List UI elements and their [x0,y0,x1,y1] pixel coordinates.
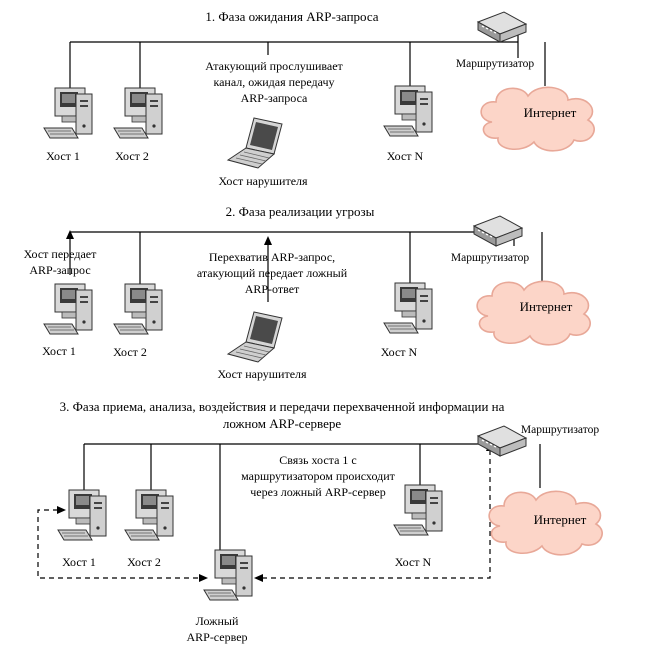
phase-2-host-2-label: Хост 2 [113,345,147,359]
phase-3-fake-server-arrowhead-left [199,574,208,582]
phase-2-internet-label: Интернет [520,299,573,314]
phase-3-host-1-label: Хост 1 [62,555,96,569]
host-1-computer-icon [57,489,107,541]
phase-3-router-label: Маршрутизатор [521,424,599,436]
phase-3-host-1-to-fake-server-path [37,509,200,579]
phase-3-host-n-label: Хост N [395,555,432,569]
phase-1-attacker-label: Хост нарушителя [218,174,308,188]
phase-2-attacker-label: Хост нарушителя [217,367,307,381]
phase-1-router-label: Маршрутизатор [456,58,534,70]
phase-2-attacker-note-line2: атакующий передает ложный [197,266,348,280]
phase-1-attacker-note-line2: канал, ожидая передачу [213,75,334,89]
attacker-laptop-icon [227,117,283,169]
phase-3-network-bus [83,432,541,550]
phase-1-title: 1. Фаза ожидания ARP-запроса [205,9,378,24]
phase-1-host-2-label: Хост 2 [115,149,149,163]
host-n-computer-icon [393,484,443,536]
phase-3-internet-label: Интернет [534,512,587,527]
host-n-computer-icon [383,282,433,334]
host-2-computer-icon [113,87,163,139]
phase-3-note-line1: Связь хоста 1 с [279,453,356,467]
phase-3-note-line3: через ложный ARP-сервер [250,485,386,499]
phase-2-attacker-note-line3: ARP-ответ [245,282,300,296]
phase-2-host-1-arrowhead [66,230,74,239]
phase-3-fake-server-to-router-path [262,450,491,579]
host-1-computer-icon [43,283,93,335]
phase-1: 1. Фаза ожидания ARP-запроса Атакующий п… [43,9,595,188]
phase-2-router-label: Маршрутизатор [451,252,529,264]
phase-2: 2. Фаза реализации угрозы Хост передает … [24,204,591,381]
phase-3-fake-server-label-line1: Ложный [196,614,239,628]
phase-3: 3. Фаза приема, анализа, воздействия и п… [37,399,603,644]
router-icon [477,425,527,457]
phase-1-host-1-label: Хост 1 [46,149,80,163]
phase-3-fake-server-label-line2: ARP-сервер [186,630,247,644]
phase-3-host-2-label: Хост 2 [127,555,161,569]
host-n-computer-icon [383,85,433,137]
host-1-computer-icon [43,87,93,139]
fake-arp-server-computer-icon [203,549,253,601]
phase-2-host-1-note-line2: ARP-запрос [29,263,90,277]
phase-1-attacker-note-line1: Атакующий прослушивает [205,59,343,73]
phase-2-attacker-note-line1: Перехватив ARP-запрос, [209,250,335,264]
phase-2-host-1-note-line1: Хост передает [24,247,97,261]
router-icon [473,215,523,247]
phase-3-title-line2: ложном ARP-сервере [223,416,341,431]
phase-1-internet-label: Интернет [524,105,577,120]
phase-2-attacker-arrowhead [264,236,272,245]
phase-2-title: 2. Фаза реализации угрозы [226,204,375,219]
phase-3-host-1-arrowhead [57,506,66,514]
router-icon [477,11,527,43]
phase-3-title-line1: 3. Фаза приема, анализа, воздействия и п… [60,399,505,414]
attacker-laptop-icon [227,311,283,363]
phase-2-host-1-label: Хост 1 [42,344,76,358]
host-2-computer-icon [124,489,174,541]
phase-3-fake-server-arrowhead-right [254,574,263,582]
phase-3-note-line2: маршрутизатором происходит [241,469,396,483]
phase-2-host-n-label: Хост N [381,345,418,359]
phase-1-attacker-note-line3: ARP-запроса [241,91,308,105]
phase-1-network-bus [69,28,546,88]
host-2-computer-icon [113,283,163,335]
phase-1-host-n-label: Хост N [387,149,424,163]
